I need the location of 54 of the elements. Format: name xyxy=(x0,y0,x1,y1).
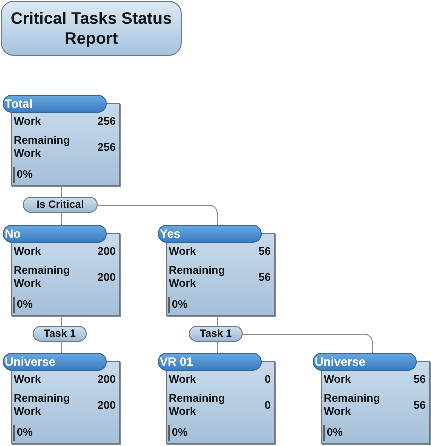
metric-value: 256 xyxy=(98,142,116,154)
metric-value: 200 xyxy=(98,246,116,259)
status-card xyxy=(158,225,276,317)
progress-percent: 0% xyxy=(17,427,33,440)
metric-label: Work xyxy=(169,374,198,387)
card-title: VR 01 xyxy=(160,355,194,369)
metric-label: Remaining Work xyxy=(324,393,382,419)
status-card xyxy=(3,95,121,187)
title-text: Critical Tasks Status Report xyxy=(10,8,174,48)
metric-value: 56 xyxy=(258,246,271,259)
metric-label: Remaining Work xyxy=(169,265,226,291)
metric-label: Work xyxy=(324,374,352,387)
metric-label: Remaining Work xyxy=(169,393,226,419)
metric-value: 200 xyxy=(98,400,116,412)
grouping-pill: Task 1 xyxy=(189,326,243,342)
metric-label: Remaining Work xyxy=(14,135,72,161)
connector-line xyxy=(217,316,218,326)
metric-value: 256 xyxy=(98,116,116,129)
connector-line xyxy=(98,205,218,226)
grouping-pill: Is Critical xyxy=(23,197,98,213)
connector-line xyxy=(61,212,62,226)
progress-percent: 0% xyxy=(17,169,33,182)
metric-value: 200 xyxy=(98,374,116,387)
metric-label: Work xyxy=(14,116,42,129)
connector-line xyxy=(217,342,218,354)
connector-line xyxy=(61,186,62,198)
progress-percent: 0% xyxy=(172,299,188,312)
metric-value: 56 xyxy=(258,272,271,284)
card-title: No xyxy=(5,227,21,241)
progress-percent: 0% xyxy=(327,427,343,440)
status-card xyxy=(3,225,121,317)
card-title: Yes xyxy=(160,227,181,241)
status-card xyxy=(158,353,276,445)
card-title: Universe xyxy=(315,355,366,369)
card-title: Total xyxy=(5,97,33,111)
metric-label: Remaining Work xyxy=(14,265,72,291)
metric-label: Work xyxy=(169,246,198,259)
progress-percent: 0% xyxy=(172,427,188,440)
metric-value: 0 xyxy=(264,400,271,412)
metric-label: Work xyxy=(14,374,42,387)
metric-value: 200 xyxy=(98,272,116,284)
metric-label: Work xyxy=(14,246,42,259)
connector-line xyxy=(242,334,373,354)
connector-line xyxy=(61,342,62,354)
connector-line xyxy=(61,316,62,326)
metric-value: 0 xyxy=(264,374,271,387)
status-card xyxy=(3,353,121,445)
metric-value: 56 xyxy=(414,400,426,412)
progress-percent: 0% xyxy=(17,299,33,312)
metric-value: 56 xyxy=(414,374,426,387)
metric-label: Remaining Work xyxy=(14,393,72,419)
card-title: Universe xyxy=(5,355,56,369)
grouping-pill: Task 1 xyxy=(33,326,87,342)
status-card xyxy=(313,353,431,445)
